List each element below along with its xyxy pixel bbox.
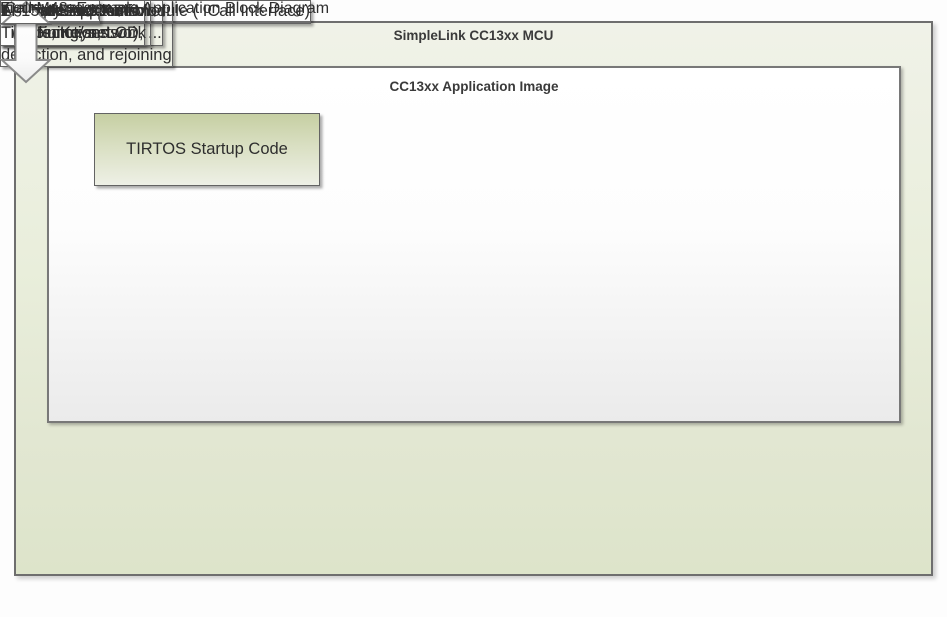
simplelink-mcu-title: SimpleLink CC13xx MCU — [393, 28, 554, 43]
llc-label-line1: Logical Link Controller: — [2, 2, 171, 20]
tirtos-startup-code-block: TIRTOS Startup Code — [94, 113, 320, 186]
ti-154-stack-label: TI-15.4 Stack — [1, 2, 100, 20]
example-application-block: Example Application (collector/sensor) — [0, 0, 151, 46]
ti-154-stack-block: TI-15.4 Stack — [0, 0, 101, 24]
example-application-label-line2: (collector/sensor) — [12, 23, 139, 42]
icall-messages-label: ICall Messages — [0, 0, 110, 17]
llc-label-line2: Joining, network — [26, 23, 146, 42]
bidirectional-arrow-icon — [0, 0, 53, 89]
application-specific-label-line2: Functions — [36, 23, 109, 42]
figure-caption: Figure 48. Example Application Block Dia… — [0, 0, 330, 17]
tirtos-startup-code-label: TIRTOS Startup Code — [126, 139, 288, 158]
utility-functions-label-line1: Utility Functions: — [20, 2, 142, 20]
stack-api-module-label: TI-15.4 Stack API Module ( ICall Interfa… — [1, 2, 311, 20]
utility-functions-label-line2: Timers, Keys, LCD, ... — [1, 23, 162, 42]
application-image-title: CC13xx Application Image — [389, 79, 559, 94]
